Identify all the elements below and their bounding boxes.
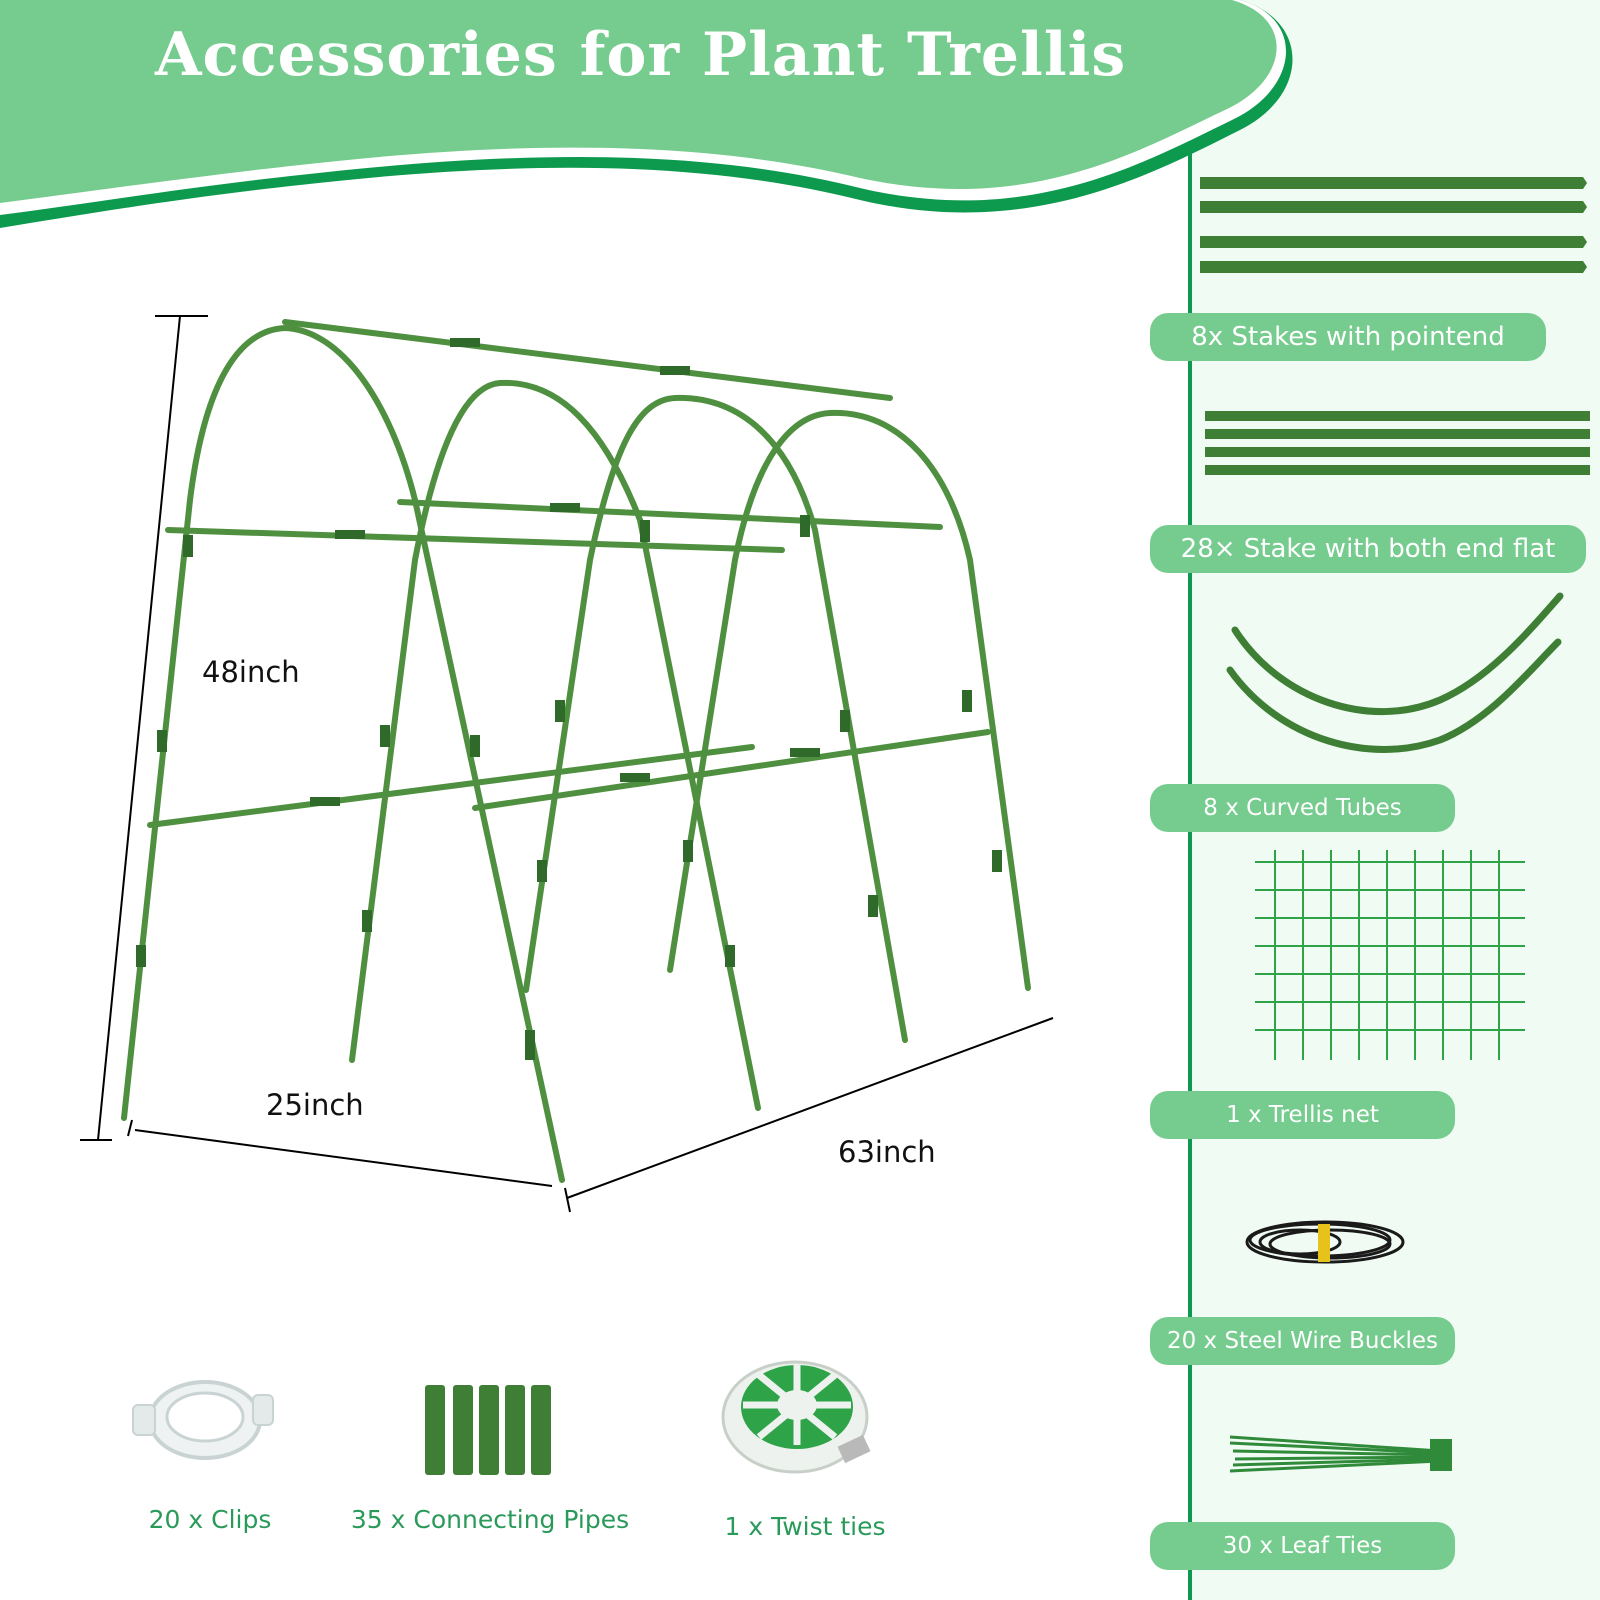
connector xyxy=(335,530,365,539)
length-label: 63inch xyxy=(838,1135,936,1169)
connector xyxy=(555,700,565,722)
connector xyxy=(868,895,878,917)
arch-1 xyxy=(121,324,565,1183)
connector xyxy=(537,860,547,882)
title-banner xyxy=(0,0,1277,203)
leaf-ties-icon xyxy=(1229,1435,1452,1473)
height-label: 48inch xyxy=(202,655,300,689)
pipe-connectors xyxy=(136,338,1002,1060)
side-item-label: 30 x Leaf Ties xyxy=(1150,1522,1455,1570)
bottom-item-label: 1 x Twist ties xyxy=(724,1512,886,1541)
connector xyxy=(525,1030,535,1060)
connector xyxy=(470,735,480,757)
width-label: 25inch xyxy=(266,1088,364,1122)
arch-2 xyxy=(349,379,761,1111)
trellis-diagram xyxy=(80,315,1054,1213)
lower-crossbar-back xyxy=(472,729,991,811)
connector xyxy=(683,840,693,862)
flat-stakes-icon xyxy=(1205,411,1590,475)
width-left-tick xyxy=(127,1119,133,1137)
connecting-pipes-icon xyxy=(425,1385,551,1475)
connector xyxy=(157,730,167,752)
width-dimension-line xyxy=(134,1129,553,1187)
connector xyxy=(620,773,650,782)
side-item-label: 8 x Curved Tubes xyxy=(1150,784,1455,832)
connector xyxy=(660,366,690,375)
upper-crossbar-front xyxy=(165,527,785,553)
connector xyxy=(550,503,580,512)
connector xyxy=(136,945,146,967)
arch-3 xyxy=(523,394,908,1043)
trellis-net-icon xyxy=(1255,850,1525,1060)
arch-4 xyxy=(667,409,1031,991)
twist-ties-icon xyxy=(721,1360,871,1474)
height-dimension-line xyxy=(97,315,181,1141)
connector xyxy=(450,338,480,347)
clip-icon xyxy=(132,1380,274,1460)
connector xyxy=(800,515,810,537)
connector xyxy=(962,690,972,712)
bottom-item-label: 35 x Connecting Pipes xyxy=(350,1505,630,1534)
side-item-label: 20 x Steel Wire Buckles xyxy=(1150,1317,1455,1365)
pointed-stakes-icon xyxy=(1200,177,1587,273)
dimension-lines xyxy=(80,315,1054,1213)
page-title: Accessories for Plant Trellis xyxy=(155,20,1127,90)
connector xyxy=(380,725,390,747)
connector xyxy=(992,850,1002,872)
connector xyxy=(362,910,372,932)
trellis-frame xyxy=(121,319,1031,1183)
curved-tubes-icon xyxy=(1226,592,1564,753)
length-dimension-line xyxy=(566,1017,1054,1199)
upper-crossbar-back xyxy=(397,499,943,530)
connector xyxy=(840,710,850,732)
connector xyxy=(725,945,735,967)
length-left-tick xyxy=(564,1187,571,1213)
connector xyxy=(640,520,650,542)
lower-crossbar-front xyxy=(147,744,755,828)
connector xyxy=(183,535,193,557)
connector xyxy=(310,797,340,806)
bottom-item-label: 20 x Clips xyxy=(148,1505,272,1534)
wire-buckles-icon xyxy=(1245,1220,1405,1264)
ridge-bar xyxy=(282,319,893,401)
side-item-label: 8x Stakes with pointend xyxy=(1150,313,1546,361)
side-item-label: 28× Stake with both end flat xyxy=(1150,525,1586,573)
connector xyxy=(790,748,820,757)
side-item-label: 1 x Trellis net xyxy=(1150,1091,1455,1139)
